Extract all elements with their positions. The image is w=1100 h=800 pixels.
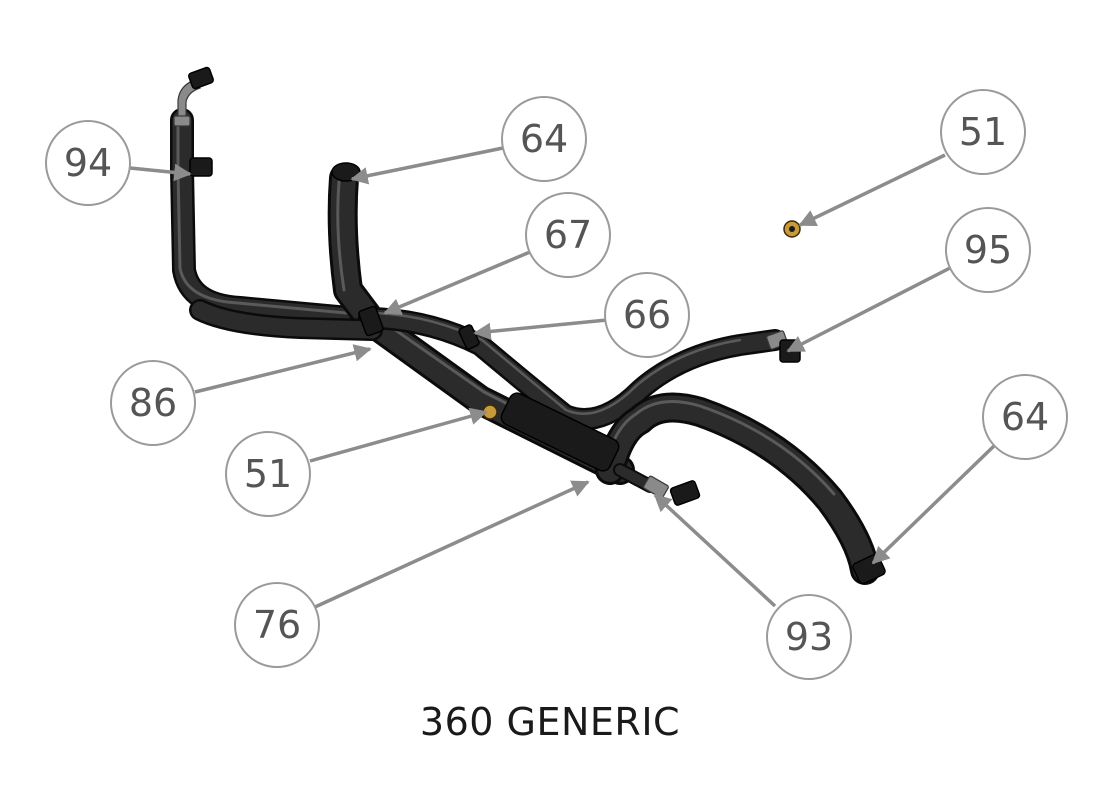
leader-67 <box>383 250 531 315</box>
hose-lower-left <box>189 299 383 341</box>
balloon-64-top: 64 <box>501 96 587 182</box>
hose-assembly <box>170 66 886 585</box>
fitting-93-metal <box>643 475 669 499</box>
leader-76 <box>314 480 590 609</box>
balloon-93: 93 <box>766 594 852 680</box>
balloon-64-bottom-label: 64 <box>1001 395 1049 439</box>
balloon-93-label: 93 <box>785 615 833 659</box>
balloon-51-top: 51 <box>940 89 1026 175</box>
callout-balloons: 94 64 51 67 95 66 86 64 <box>45 89 1068 680</box>
balloon-66: 66 <box>604 272 690 358</box>
leader-64-top <box>350 146 504 185</box>
fitting-94-top-nut <box>188 66 214 90</box>
leader-64-bottom <box>871 443 997 565</box>
balloon-95-label: 95 <box>964 228 1012 272</box>
balloon-86-label: 86 <box>129 381 177 425</box>
balloon-94-label: 94 <box>64 141 112 185</box>
sleeve-76 <box>500 392 620 472</box>
balloon-64-top-label: 64 <box>520 117 568 161</box>
leader-lines <box>129 146 997 609</box>
leader-95 <box>786 266 951 353</box>
hose-loop-lower-right <box>595 392 880 585</box>
balloon-67-label: 67 <box>544 213 592 257</box>
fitting-51-loose-bore <box>789 226 795 232</box>
fitting-94-top-elbow <box>177 79 201 121</box>
balloon-66-label: 66 <box>623 293 671 337</box>
hose-center-riser <box>327 163 387 337</box>
fitting-94-band <box>173 115 191 127</box>
balloon-76-label: 76 <box>253 603 301 647</box>
balloon-51-top-label: 51 <box>959 110 1007 154</box>
balloon-51-bottom-label: 51 <box>244 452 292 496</box>
fitting-93-nut <box>669 480 701 506</box>
leader-94 <box>129 163 192 182</box>
leader-86 <box>194 344 372 394</box>
leader-66 <box>473 318 608 341</box>
balloon-95: 95 <box>945 207 1031 293</box>
balloon-86: 86 <box>110 360 196 446</box>
leader-93 <box>653 493 777 608</box>
fitting-94-side <box>189 157 213 177</box>
balloon-94: 94 <box>45 120 131 206</box>
balloon-64-bottom: 64 <box>982 374 1068 460</box>
hose-left-riser <box>170 108 382 332</box>
balloon-51-bottom: 51 <box>225 431 311 517</box>
leader-51-bottom <box>309 407 488 463</box>
leader-51-top <box>798 153 946 227</box>
balloon-76: 76 <box>234 582 320 668</box>
drawing-title: 360 GENERIC <box>419 700 681 744</box>
clamp-67 <box>358 305 384 337</box>
balloon-67: 67 <box>525 192 611 278</box>
